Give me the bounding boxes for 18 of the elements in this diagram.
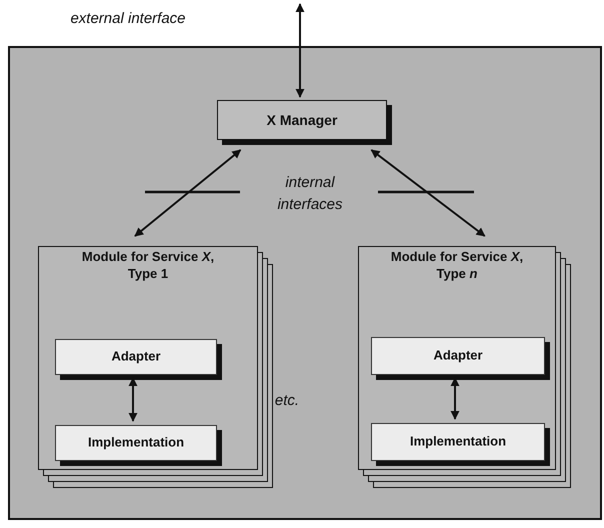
background-panel bbox=[8, 46, 602, 520]
module-box bbox=[358, 246, 556, 470]
box-label: Implementation bbox=[408, 434, 508, 450]
interface-label: external interface bbox=[69, 9, 187, 29]
arrow bbox=[128, 377, 138, 422]
interface-label: internal interfaces bbox=[276, 173, 344, 215]
box-label: X Manager bbox=[266, 110, 338, 130]
box-label: Adapter bbox=[110, 348, 162, 366]
box-label: Implementation bbox=[86, 434, 186, 452]
arrow bbox=[134, 149, 242, 237]
arrow bbox=[450, 377, 460, 420]
box-label: Adapter bbox=[432, 348, 484, 364]
arrow bbox=[370, 149, 486, 237]
module-box bbox=[38, 246, 258, 470]
module-title: Module for Service X, Type 1 bbox=[80, 249, 216, 283]
arrow bbox=[296, 3, 304, 98]
module-title: Module for Service X, Type n bbox=[390, 249, 524, 283]
etc-label: etc. bbox=[274, 391, 300, 411]
